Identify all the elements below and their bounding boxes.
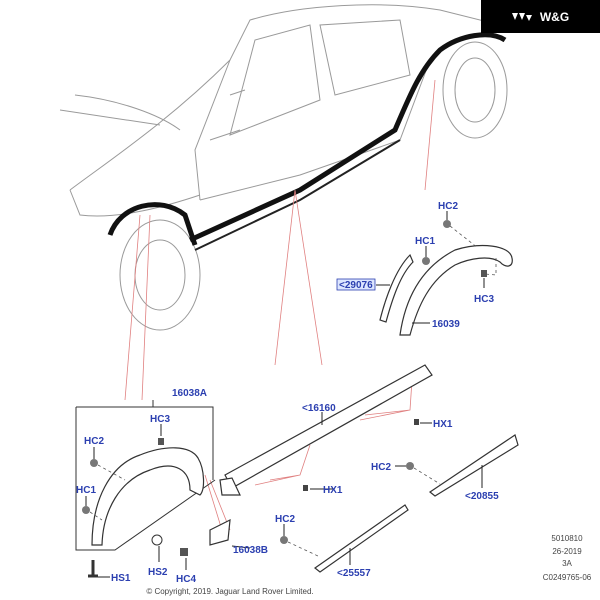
part-20855 <box>428 434 519 497</box>
label-rear-29076[interactable]: <29076 <box>339 280 373 291</box>
triangles-logo-icon <box>511 12 532 21</box>
label-hc4: HC4 <box>176 574 196 585</box>
label-rear-16039: 16039 <box>432 319 460 330</box>
clip-hc4-icon <box>180 548 188 556</box>
label-hx1-lower: HX1 <box>323 485 343 496</box>
label-hx1-upper: HX1 <box>433 419 453 430</box>
watermark-logo: W&G <box>481 0 600 33</box>
label-trim-hc2-right: HC2 <box>371 462 391 473</box>
part-25557 <box>313 504 409 573</box>
clip-hc1-front-icon <box>82 506 90 514</box>
clip-hc2-front-icon <box>90 459 98 467</box>
label-rear-hc3: HC3 <box>474 294 494 305</box>
label-hs1: HS1 <box>111 573 131 584</box>
screw-hs2-icon <box>151 534 163 546</box>
ref-date: 26-2019 <box>552 547 582 556</box>
part-16038b <box>209 518 231 546</box>
vehicle-outline <box>59 4 521 331</box>
ref-number: 5010810 <box>551 534 583 543</box>
ref-code: C0249765-06 <box>543 573 592 582</box>
highlighted-mouldings <box>107 32 507 251</box>
label-25557: <25557 <box>337 568 371 579</box>
logo-text: W&G <box>539 9 570 24</box>
part-16160 <box>224 364 433 489</box>
label-front-hc1: HC1 <box>76 485 96 496</box>
clip-hc2-icon <box>443 220 451 228</box>
copyright: © Copyright, 2019. Jaguar Land Rover Lim… <box>146 587 313 596</box>
label-rear-hc1: HC1 <box>415 236 435 247</box>
ref-revision: 3A <box>562 559 572 568</box>
sill-group <box>219 364 433 496</box>
label-20855: <20855 <box>465 491 499 502</box>
label-front-hc2: HC2 <box>84 436 104 447</box>
label-16038a: 16038A <box>172 388 207 399</box>
part-16038a <box>91 447 205 546</box>
label-16160: <16160 <box>302 403 336 414</box>
label-hs2: HS2 <box>148 567 168 578</box>
rear-arch-group <box>376 211 513 336</box>
part-16039 <box>399 245 513 336</box>
label-front-hc3: HC3 <box>150 414 170 425</box>
clip-hc3-front-icon <box>158 438 164 445</box>
clip-hc3-icon <box>481 270 487 277</box>
screw-hs1-icon <box>88 560 98 578</box>
front-arch-group <box>75 400 251 578</box>
label-29076-highlight[interactable] <box>336 278 376 291</box>
trim-group <box>280 434 519 573</box>
clip-hc1-icon <box>422 257 430 265</box>
label-trim-hc2-left: HC2 <box>275 514 295 525</box>
part-29076 <box>379 253 414 323</box>
label-16038b: 16038B <box>233 545 268 556</box>
label-rear-hc2: HC2 <box>438 201 458 212</box>
